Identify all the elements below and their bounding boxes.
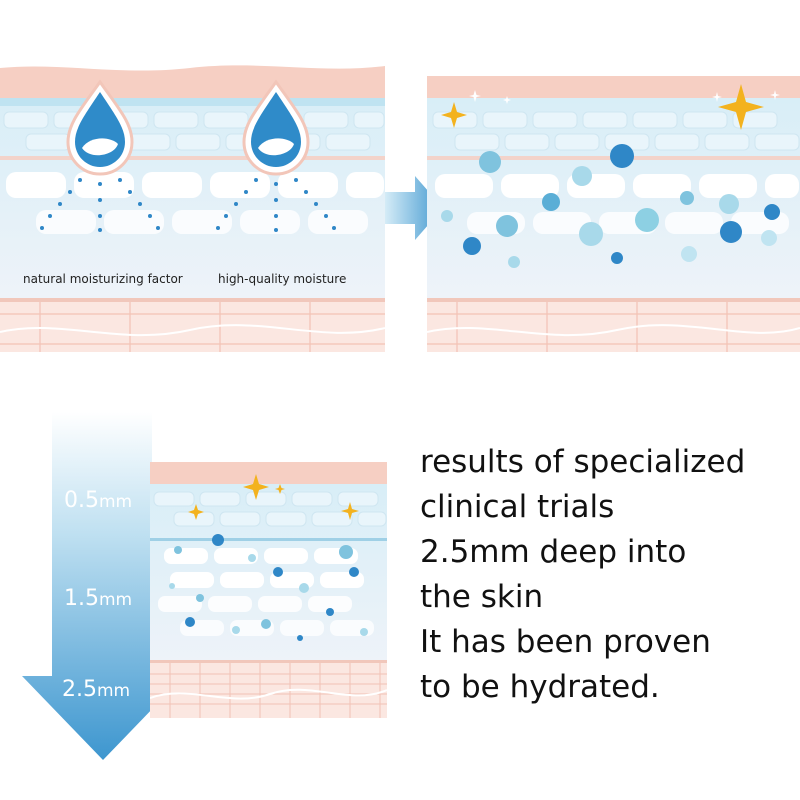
water-drop-icon-left — [66, 79, 134, 176]
sparkle-icon-small — [441, 102, 467, 128]
description-text: results of specialized clinical trials 2… — [420, 440, 790, 710]
skin-cross-section-before — [0, 65, 385, 352]
description-line: results of specialized — [420, 444, 746, 480]
depth-value: 1.5 — [64, 586, 99, 611]
description-line: clinical trials — [420, 489, 615, 525]
label-high-quality-moisture: high-quality moisture — [218, 272, 347, 286]
description-line: to be hydrated. — [420, 669, 660, 705]
skin-panel-before: natural moisturizing factor high-quality… — [0, 62, 385, 352]
depth-label-0-5mm: 0.5mm — [64, 488, 132, 513]
description-line: 2.5mm deep into — [420, 534, 687, 570]
skin-cross-section-depth — [150, 462, 387, 718]
description-line: the skin — [420, 579, 544, 615]
skin-panel-after — [427, 76, 800, 352]
depth-value: 0.5 — [64, 488, 99, 513]
depth-label-2-5mm: 2.5mm — [62, 677, 130, 702]
skin-panel-depth — [150, 462, 387, 718]
depth-label-1-5mm: 1.5mm — [64, 586, 132, 611]
sparkle-icon — [188, 474, 359, 520]
label-natural-moisturizing-factor: natural moisturizing factor — [23, 272, 183, 286]
depth-unit: mm — [99, 590, 133, 610]
depth-arrow-icon — [22, 412, 184, 760]
sparkle-icon-large — [718, 84, 764, 130]
depth-unit: mm — [97, 681, 131, 701]
moisture-bubbles — [441, 144, 780, 268]
depth-value: 2.5 — [62, 677, 97, 702]
epidermis-top-layer — [427, 76, 800, 98]
description-line: It has been proven — [420, 624, 711, 660]
moisture-bubbles — [169, 534, 368, 641]
skin-cross-section-after — [427, 76, 800, 352]
water-drop-icon-right — [242, 79, 310, 176]
epidermis-top-layer — [0, 65, 385, 98]
depth-unit: mm — [99, 492, 133, 512]
